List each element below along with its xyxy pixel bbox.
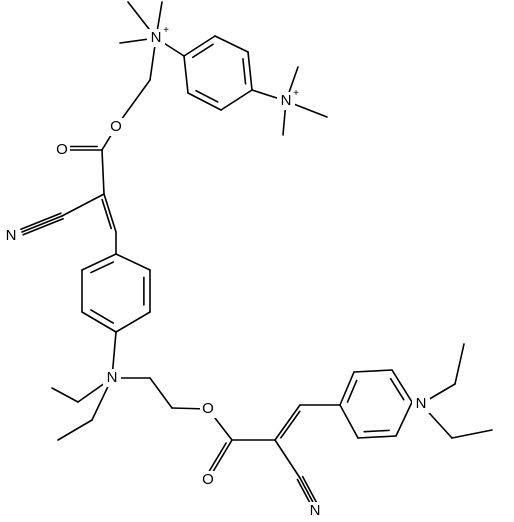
alkene-bond [274,404,301,441]
ring-3-edge [357,435,397,439]
carbonyl-bond-second [207,442,227,475]
linker-bond [149,377,173,409]
bond [61,193,105,217]
atom-label-o1: O [110,118,122,135]
ring-2-edge [81,253,117,271]
ring-1-inner [191,43,214,59]
bond [101,149,105,195]
atom-label-o3: O [202,400,214,417]
ring-2-edge [115,311,151,333]
ring-2-inner [90,261,115,274]
ring-3-inner [389,377,405,401]
charge-label-n2: + [293,88,299,99]
atom-label-n4: N [107,369,118,386]
bond [274,439,301,479]
ring-1-edge [247,51,253,91]
ethyl-bond [451,429,493,439]
nitrile-bond-2 [20,212,62,231]
ring-2-edge [81,311,117,333]
atom-label-layer: N + N + O O N N O O N N [2,25,430,520]
atom-label-n1: N [151,29,162,46]
ring-1-edge [214,35,249,53]
ring-3-inner [363,429,390,433]
ring-1-edge [220,89,253,111]
atom-label-n3: N [6,227,17,244]
atom-label-o4: O [202,471,214,488]
nitrile-bond-3 [301,475,319,506]
ring-1-inner [195,89,219,103]
atom-label-n5: N [416,395,427,412]
atom-label-o2: O [56,141,68,158]
ring-3-edge [391,369,413,403]
ethyl-bond [454,343,465,385]
ring-1-edge [183,35,216,57]
nitrile-bond [21,215,63,233]
ring-2-edge [115,253,151,271]
ring-3-edge [395,401,413,437]
ring-3-edge [339,371,355,406]
ring-1-inner [242,58,247,85]
ethyl-bond [51,387,79,403]
ethyl-bond [57,419,93,441]
bond-layer [20,1,493,509]
alkene-bond [103,193,117,233]
nitrile-bond-3 [22,217,64,236]
ring-3-edge [339,404,359,439]
atom-label-n2: N [281,92,292,109]
nitrile-bond [299,477,316,507]
ring-1-edge [183,55,189,94]
ring-2-inner [90,309,115,324]
charge-label-n1: + [163,25,169,36]
ring-3-inner [346,379,358,403]
alkene-bond-second [280,410,301,439]
ring-3-edge [353,369,393,373]
alkene-bond-second [101,198,113,230]
ring-1-edge [187,92,222,111]
atom-label-n6: N [310,502,321,519]
